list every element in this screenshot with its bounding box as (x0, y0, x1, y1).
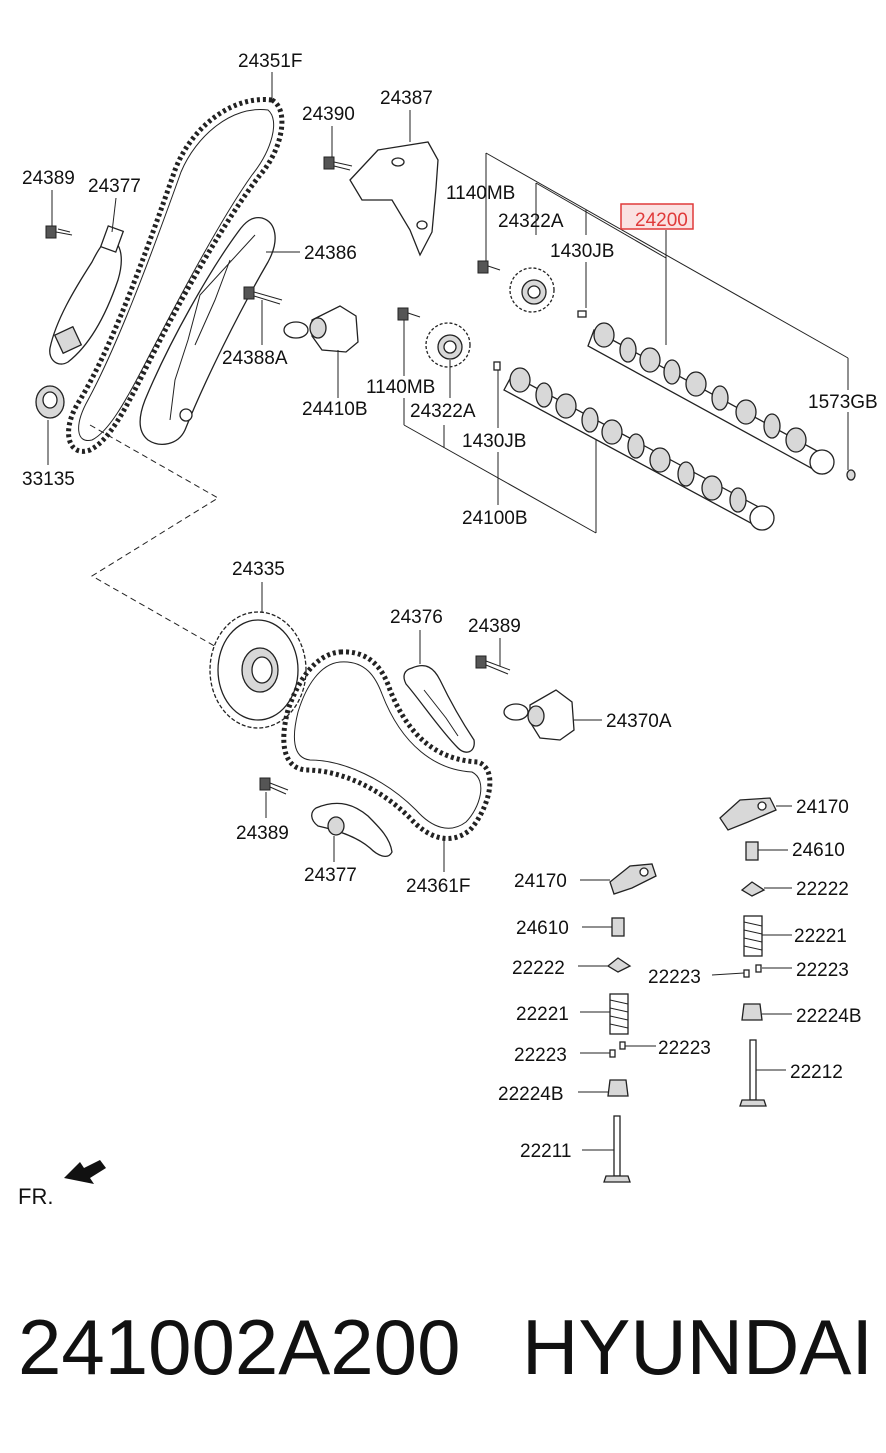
washer-33135 (35, 385, 65, 419)
label-24351F: 24351F (238, 51, 302, 72)
brand-name: HYUNDAI (522, 1303, 874, 1391)
label-1573GB: 1573GB (808, 392, 878, 413)
valve-seal-22224B-left (607, 1079, 629, 1097)
label-22223-right-a: 22223 (648, 967, 701, 988)
exhaust-valve-22212 (739, 1039, 767, 1107)
bolt-24389-middle (475, 655, 511, 675)
lower-timing-chain (281, 649, 493, 841)
pin-1430JB-upper (577, 310, 587, 318)
valve-seal-22224B-right (741, 1003, 763, 1021)
label-22222-right: 22222 (796, 879, 849, 900)
label-24390: 24390 (302, 104, 355, 125)
guide-pivot (179, 408, 193, 422)
label-1430JB-mid: 1430JB (462, 431, 526, 452)
front-label: FR. (18, 1184, 53, 1209)
label-22223-left-b: 22223 (658, 1038, 711, 1059)
bolt-24389-upper (45, 225, 73, 239)
tensioner-24410B (283, 305, 359, 353)
label-22224B-left: 22224B (498, 1084, 564, 1105)
label-24335: 24335 (232, 559, 285, 580)
bolt-24389-lower (259, 777, 289, 795)
label-22223-left-a: 22223 (514, 1045, 567, 1066)
camshaft-24100B (503, 367, 775, 531)
bolt-1140MB-lower (397, 307, 421, 321)
label-24376: 24376 (390, 607, 443, 628)
label-1430JB-top: 1430JB (550, 241, 614, 262)
label-24389-mid: 24389 (468, 616, 521, 637)
plug-1573GB (846, 469, 856, 481)
bolt-24390 (323, 156, 353, 171)
label-24200: 24200 (635, 210, 688, 231)
sprocket-24335 (209, 611, 307, 729)
rocker-arm-24170-left (609, 863, 657, 895)
label-24389-low: 24389 (236, 823, 289, 844)
label-24170-left: 24170 (514, 871, 567, 892)
label-24170-right: 24170 (796, 797, 849, 818)
chain-guide-24377-lower (311, 802, 393, 858)
label-24610-right: 24610 (792, 840, 845, 861)
bracket-24387 (349, 141, 439, 257)
front-direction-arrow-icon (64, 1160, 106, 1184)
label-24377-low: 24377 (304, 865, 357, 886)
retainer-22222-left (606, 957, 632, 973)
valve-spring-22221-right (743, 915, 763, 957)
label-22222-left: 22222 (512, 958, 565, 979)
highlight-box (620, 203, 694, 230)
label-22221-left: 22221 (516, 1004, 569, 1025)
upper-timing-chain (66, 97, 285, 454)
label-24370A: 24370A (606, 711, 672, 732)
label-24322A-mid: 24322A (410, 401, 476, 422)
label-24386: 24386 (304, 243, 357, 264)
label-1140MB-mid: 1140MB (366, 377, 435, 398)
label-22221-right: 22221 (794, 926, 847, 947)
pin-1430JB-lower (493, 361, 501, 371)
lash-adjuster-24610-right (745, 841, 759, 861)
label-24322A-top: 24322A (498, 211, 564, 232)
lash-adjuster-24610-left (611, 917, 625, 937)
rocker-arm-24170-right (719, 797, 777, 831)
sprocket-24322A-upper (509, 267, 555, 313)
intake-valve-22211 (603, 1115, 631, 1183)
label-1140MB-top: 1140MB (446, 183, 515, 204)
valve-spring-22221-left (609, 993, 629, 1035)
label-33135: 33135 (22, 469, 75, 490)
reference-dashed-line (89, 424, 233, 657)
label-24361F: 24361F (406, 876, 470, 897)
footer: 241002A200 HYUNDAI (0, 1290, 886, 1400)
camshaft-24200 (587, 322, 835, 475)
label-22211: 22211 (520, 1141, 571, 1162)
retainer-22222-right (740, 881, 766, 897)
label-22224B-right: 22224B (796, 1006, 862, 1027)
bolt-24388A (243, 286, 283, 305)
bolt-1140MB-upper (477, 260, 501, 274)
tensioner-24370A (503, 689, 575, 741)
label-24388A: 24388A (222, 348, 288, 369)
label-22223-right-b: 22223 (796, 960, 849, 981)
upper-timing-chain-inner (78, 108, 275, 442)
label-24100B: 24100B (462, 508, 528, 529)
sprocket-24322A-lower (425, 322, 471, 368)
label-24610-left: 24610 (516, 918, 569, 939)
label-22212: 22212 (790, 1062, 843, 1083)
label-24377-top: 24377 (88, 176, 141, 197)
label-24387: 24387 (380, 88, 433, 109)
part-number: 241002A200 (18, 1303, 461, 1391)
label-24389-top: 24389 (22, 168, 75, 189)
label-24410B: 24410B (302, 399, 368, 420)
